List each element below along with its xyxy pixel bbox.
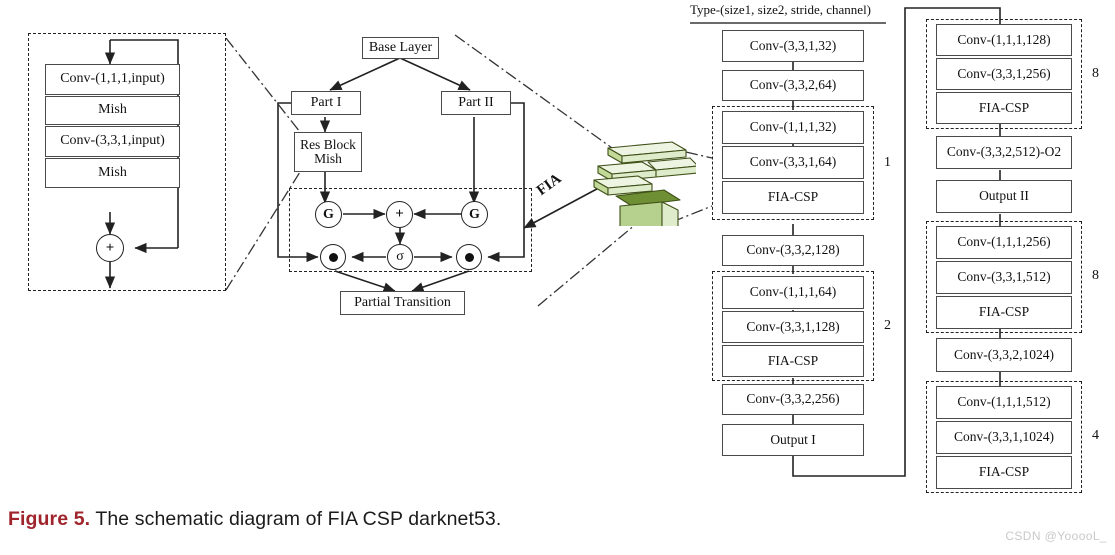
backbone-header-rule <box>690 22 886 24</box>
sigma-node[interactable]: σ <box>387 244 413 270</box>
right-group-3-layer-1[interactable]: Conv-(3,3,1,1024) <box>936 421 1072 454</box>
csdn-watermark: CSDN @YooooL_ <box>1005 529 1107 543</box>
figure-number: Figure 5. <box>8 508 91 530</box>
multiply-right-node[interactable] <box>456 244 482 270</box>
right-group-1-repeat: 8 <box>1092 66 1099 81</box>
left-group-2-layer-2[interactable]: FIA-CSP <box>722 345 864 377</box>
gate-right-node[interactable]: G <box>461 201 488 228</box>
left-group-1-layer-1[interactable]: Conv-(3,3,1,64) <box>722 146 864 179</box>
backbone-header: Type-(size1, size2, stride, channel) <box>690 2 872 17</box>
right-group-3-repeat: 4 <box>1092 428 1099 443</box>
right-group-3 <box>926 381 1082 493</box>
left-group-2 <box>712 271 874 381</box>
right-group-3-layer-0[interactable]: Conv-(1,1,1,512) <box>936 386 1072 419</box>
right-layer-output-2[interactable]: Output II <box>936 180 1072 213</box>
res-block-layer-3[interactable]: Mish <box>45 158 180 188</box>
left-group-1-layer-0[interactable]: Conv-(1,1,1,32) <box>722 111 864 144</box>
figure-caption: Figure 5. The schematic diagram of FIA C… <box>8 508 788 531</box>
res-block-layer-0[interactable]: Conv-(1,1,1,input) <box>45 64 180 95</box>
right-group-1 <box>926 19 1082 129</box>
res-block-layer-1[interactable]: Mish <box>45 96 180 125</box>
partial-transition-box[interactable]: Partial Transition <box>340 291 465 315</box>
left-layer-output-1[interactable]: Output I <box>722 424 864 456</box>
add-node[interactable]: + <box>386 201 413 228</box>
right-group-1-layer-1[interactable]: Conv-(3,3,1,256) <box>936 58 1072 90</box>
right-group-2 <box>926 221 1082 333</box>
figure-caption-text: The schematic diagram of FIA CSP darknet… <box>90 508 502 530</box>
left-group-1-layer-2[interactable]: FIA-CSP <box>722 181 864 214</box>
part-one-box[interactable]: Part I <box>291 91 361 115</box>
left-layer-conv-3-3-2-128[interactable]: Conv-(3,3,2,128) <box>722 235 864 266</box>
res-block-sum-node[interactable]: + <box>96 234 124 262</box>
res-block-mish-box[interactable]: Res Block Mish <box>294 132 362 172</box>
fia-3d-illustration <box>593 141 696 226</box>
fia-label: FIA <box>534 170 565 199</box>
part-two-box[interactable]: Part II <box>441 91 511 115</box>
fia-region <box>289 188 532 272</box>
right-group-2-layer-0[interactable]: Conv-(1,1,1,256) <box>936 226 1072 259</box>
left-group-1-repeat: 1 <box>884 155 891 170</box>
right-group-2-layer-1[interactable]: Conv-(3,3,1,512) <box>936 261 1072 294</box>
right-group-2-repeat: 8 <box>1092 268 1099 283</box>
multiply-left-node[interactable] <box>320 244 346 270</box>
left-group-2-layer-1[interactable]: Conv-(3,3,1,128) <box>722 311 864 343</box>
right-group-1-layer-2[interactable]: FIA-CSP <box>936 92 1072 124</box>
res-block-mish-line2: Mish <box>314 151 342 166</box>
right-group-2-layer-2[interactable]: FIA-CSP <box>936 296 1072 329</box>
left-layer-conv-3-3-1-32[interactable]: Conv-(3,3,1,32) <box>722 30 864 62</box>
right-group-1-layer-0[interactable]: Conv-(1,1,1,128) <box>936 24 1072 56</box>
right-layer-conv-3-3-2-1024[interactable]: Conv-(3,3,2,1024) <box>936 338 1072 372</box>
left-group-2-layer-0[interactable]: Conv-(1,1,1,64) <box>722 276 864 309</box>
right-group-3-layer-2[interactable]: FIA-CSP <box>936 456 1072 489</box>
left-layer-conv-3-3-2-256[interactable]: Conv-(3,3,2,256) <box>722 384 864 415</box>
figure-canvas: Conv-(1,1,1,input) Mish Conv-(3,3,1,inpu… <box>0 0 1115 500</box>
res-block-layer-2[interactable]: Conv-(3,3,1,input) <box>45 126 180 157</box>
right-layer-conv-3-3-2-512-o2[interactable]: Conv-(3,3,2,512)-O2 <box>936 136 1072 169</box>
left-group-1 <box>712 106 874 220</box>
gate-left-node[interactable]: G <box>315 201 342 228</box>
left-group-2-repeat: 2 <box>884 318 891 333</box>
res-block-panel <box>28 33 226 291</box>
base-layer-box[interactable]: Base Layer <box>362 37 439 59</box>
left-layer-conv-3-3-2-64[interactable]: Conv-(3,3,2,64) <box>722 70 864 101</box>
res-block-mish-line1: Res Block <box>300 136 356 152</box>
